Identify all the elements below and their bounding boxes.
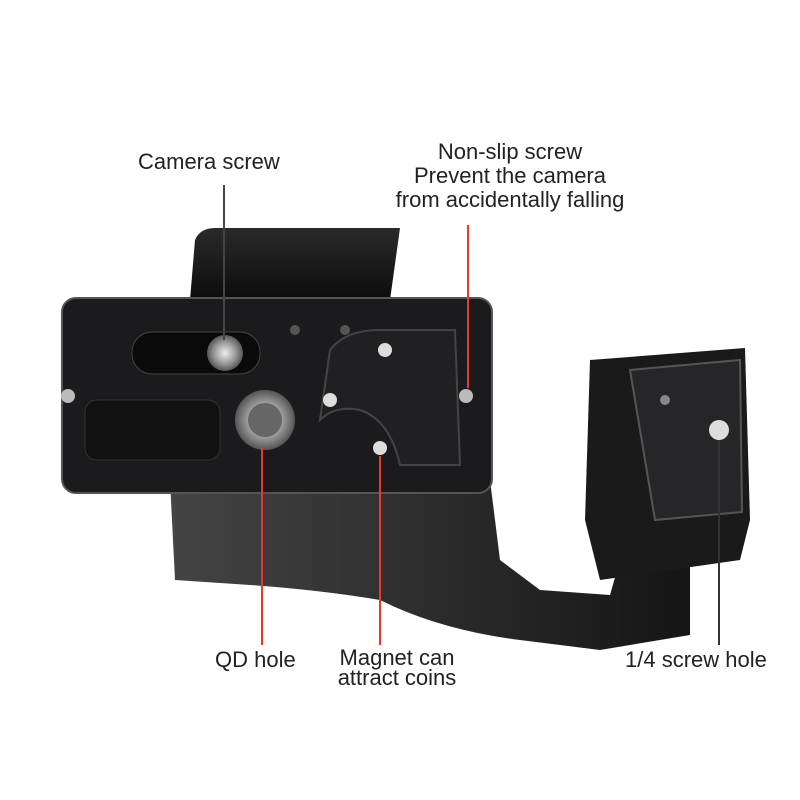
qd-hole-inner [248,403,282,437]
callout-screw-hole: 1/4 screw hole [625,647,767,672]
non-slip-line-2: Prevent the camera [414,163,606,188]
side-plate-face [628,358,744,522]
mount-pin [378,343,392,357]
magnet-mount [318,329,462,466]
magnet-line-1: Magnet can [339,645,455,670]
non-slip-line-1: Non-slip screw [437,139,583,164]
plate-hole [340,325,350,335]
screw-hole-1-4 [709,420,729,440]
magnet [373,441,387,455]
callout-non-slip: Non-slip screw Prevent the camera from a… [380,140,640,212]
left-screw [61,389,75,403]
callout-qd-hole: QD hole [215,647,296,672]
plate-hole [290,325,300,335]
top-clamp [190,228,400,300]
non-slip-screw [459,389,473,403]
callout-camera-screw: Camera screw [138,149,280,174]
camera-screw [207,335,243,371]
callout-magnet: Magnet can attract coins [322,645,472,690]
lower-body [170,480,690,650]
recess [84,399,221,461]
side-plate-hole [660,395,670,405]
magnet-line-2: attract coins [337,665,457,690]
non-slip-line-3: from accidentally falling [395,187,625,212]
mount-pin [323,393,337,407]
